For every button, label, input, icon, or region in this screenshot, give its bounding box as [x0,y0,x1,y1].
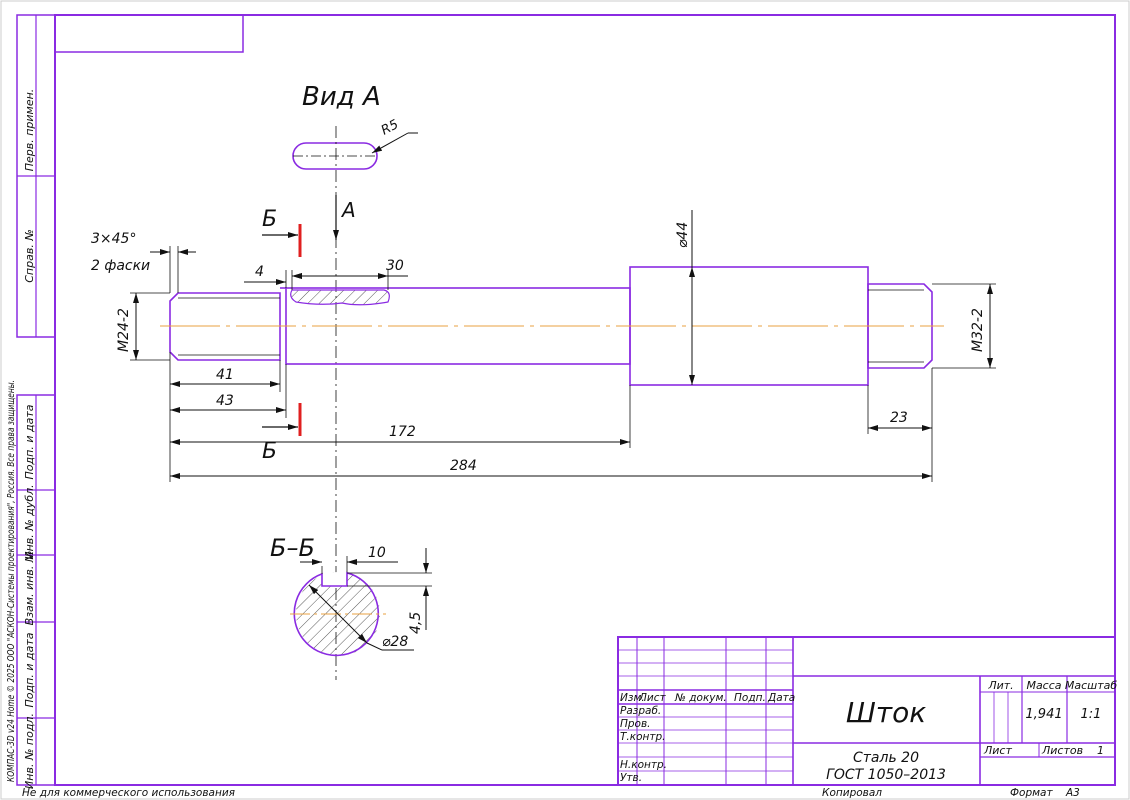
view-a: Вид А R5 [292,82,418,170]
dim-slot: 4 30 [244,258,408,290]
scale-label: Масштаб [1065,679,1117,692]
sheet-label: Лист [983,744,1012,757]
mass-label: Масса [1026,679,1061,692]
arrow-a-label: A [340,198,356,222]
podp-data-label-2: Подп. и дата [23,632,36,707]
shaft-view [160,266,944,386]
material-line-1: Сталь 20 [853,750,919,766]
col-list: Лист [638,692,666,704]
footer: Не для коммерческого использования Копир… [22,787,1080,799]
dim-45-label: 4,5 [408,612,424,634]
shaft-thread-m24 [169,292,281,361]
vzam-inv-label: Взам. инв. № [23,551,36,626]
inv-dubl-label: Инв. № дубл. [23,484,36,559]
chamfer-note-2: 2 фаски [91,258,150,274]
dimensions: 3×45° 2 фаски 4 30 M24-2 ⌀44 [91,210,996,482]
dim-284: 284 [170,458,932,479]
dim-23: 23 [867,368,933,482]
dim-m32: M32-2 [932,283,996,369]
dim-41-43: 41 43 [169,352,287,482]
sheets-label: Листов [1041,744,1083,757]
shaft-thread-m32 [867,283,933,369]
view-a-title: Вид А [302,82,381,112]
dim-23-label: 23 [890,410,908,426]
row-utv: Утв. [620,772,642,784]
format-value: А3 [1065,787,1080,799]
copyright-text: КОМПАС-3D v24 Home © 2025 ООО "АСКОН-Сис… [6,380,17,782]
section-markers: Б Б [262,207,302,464]
dim-30-label: 30 [386,258,404,274]
row-prov: Пров. [620,718,651,730]
drawing-frame [54,14,1116,786]
dim-d44: ⌀44 [675,210,695,385]
col-izm: Изм. [620,692,645,704]
dim-43-label: 43 [216,393,234,409]
dim-chamfer: 3×45° 2 фаски [91,231,196,293]
row-tkontr: Т.контр. [620,731,666,743]
dim-4-label: 4 [255,264,264,280]
col-doc: № докум. [674,692,727,704]
chamfer-note-1: 3×45° [91,231,136,247]
material-line-2: ГОСТ 1050–2013 [826,767,946,783]
dim-10-label: 10 [368,545,386,561]
section-b-bottom-label: Б [262,439,277,464]
radius-leader [371,132,409,154]
section-outline [293,571,380,657]
perv-primen-label: Перв. примен. [23,89,36,172]
section-bb: Б–Б 10 4,5 ⌀28 [270,534,432,657]
section-title: Б–Б [270,534,315,562]
dim-172: 172 [170,385,631,448]
dim-m24-label: M24-2 [116,308,132,352]
col-podp: Подп. [734,692,766,704]
inv-podl-label: Инв. № подл. [23,713,36,789]
row-razrab: Разраб. [620,705,661,717]
view-a-arrow: A [333,195,356,240]
dim-d28-label: ⌀28 [382,634,408,650]
dim-41-label: 41 [216,367,234,383]
mass-value: 1,941 [1025,707,1062,722]
col-data: Дата [767,692,795,704]
dim-284-label: 284 [450,458,477,474]
section-b-top-label: Б [262,207,277,232]
dim-d44-label: ⌀44 [675,222,691,248]
sprav-no-label: Справ. № [23,229,36,283]
radius-label: R5 [379,117,401,138]
copied-label: Копировал [822,787,882,799]
format-label: Формат [1010,787,1053,799]
row-nkontr: Н.контр. [620,759,667,771]
side-stamp: Перв. примен. Справ. № Подп. и дата Инв.… [6,14,56,789]
lit-label: Лит. [987,679,1013,692]
scale-value: 1:1 [1081,707,1102,722]
slot-groove [290,289,390,306]
dim-m24: M24-2 [116,292,170,361]
dim-m32-label: M32-2 [970,308,986,352]
noncommercial-note: Не для коммерческого использования [22,787,235,799]
title-block: Изм. Лист № докум. Подп. Дата Разраб. Пр… [617,636,1117,786]
dim-172-label: 172 [389,424,416,440]
podp-data-label-1: Подп. и дата [23,404,36,479]
sheets-value: 1 [1097,744,1104,757]
part-name: Шток [846,696,926,729]
